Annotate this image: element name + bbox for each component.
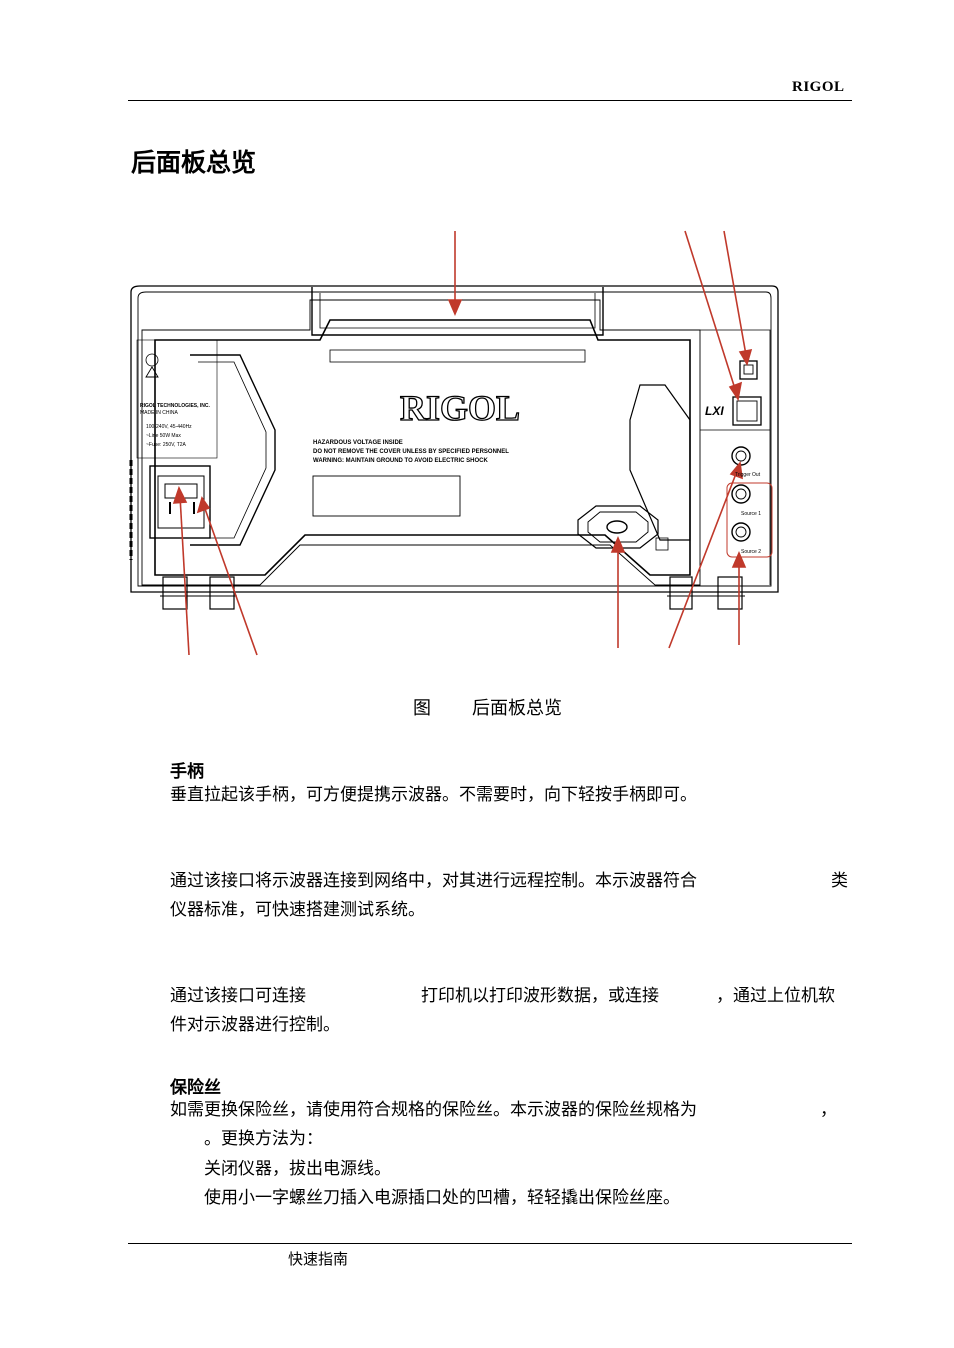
label-line-5: ~Fuse: 250V, T2A	[146, 442, 187, 448]
port-source2: Source 2	[741, 549, 761, 555]
lan-text-line1: 通过该接口将示波器连接到网络中，对其进行远程控制。本示波器符合	[170, 871, 697, 891]
warning-line-1: HAZARDOUS VOLTAGE INSIDE	[313, 440, 403, 446]
label-line-1: RIGOL TECHNOLOGIES, INC.	[140, 403, 211, 409]
diagram-logo: RIGOL	[400, 388, 520, 428]
fuse-text-line1-tail: ，	[820, 1100, 837, 1120]
warning-line-3: WARNING: MAINTAIN GROUND TO AVOID ELECTR…	[313, 458, 488, 464]
handle-text: 垂直拉起该手柄，可方便提携示波器。不需要时，向下轻按手柄即可。	[170, 785, 697, 805]
port-source1: Source 1	[741, 511, 761, 517]
usb-text-line1a: 通过该接口可连接	[170, 986, 306, 1006]
lan-text-line2: 仪器标准，可快速搭建测试系统。	[170, 900, 425, 920]
header-brand: RIGOL	[792, 79, 845, 95]
lxi-label: LXI	[705, 404, 724, 418]
port-trigger-out: Trigger Out	[735, 472, 761, 478]
lan-text-line1-tail: 类	[831, 871, 848, 891]
rear-panel-diagram: RIGOL HAZARDOUS VOLTAGE INSIDE DO NOT RE…	[129, 230, 779, 656]
label-line-4: ~Line 50W Max	[146, 433, 181, 439]
fuse-text-line2: 。更换方法为：	[204, 1129, 323, 1149]
section-heading-handle: 手柄	[170, 762, 204, 782]
fuse-step-1: 关闭仪器，拔出电源线。	[204, 1159, 391, 1179]
header-rule	[128, 100, 852, 101]
warning-line-2: DO NOT REMOVE THE COVER UNLESS BY SPECIF…	[313, 449, 509, 455]
footer-rule	[128, 1243, 852, 1244]
usb-text-line1b: 打印机以打印波形数据，或连接	[421, 986, 659, 1006]
label-line-3: 100-240V, 45-440Hz	[146, 424, 192, 430]
footer-text: 快速指南	[288, 1250, 349, 1268]
figure-caption-text: 后面板总览	[472, 698, 562, 719]
fuse-step-2: 使用小一字螺丝刀插入电源插口处的凹槽，轻轻撬出保险丝座。	[204, 1188, 680, 1208]
fuse-text-line1: 如需更换保险丝，请使用符合规格的保险丝。本示波器的保险丝规格为	[170, 1100, 697, 1120]
page-title: 后面板总览	[131, 148, 257, 177]
usb-text-line1c: ，通过上位机软	[716, 986, 835, 1006]
usb-text-line2: 件对示波器进行控制。	[170, 1015, 340, 1035]
figure-caption-prefix: 图	[413, 698, 431, 719]
section-heading-fuse: 保险丝	[170, 1078, 221, 1098]
label-line-2: MADE IN CHINA	[140, 410, 178, 416]
